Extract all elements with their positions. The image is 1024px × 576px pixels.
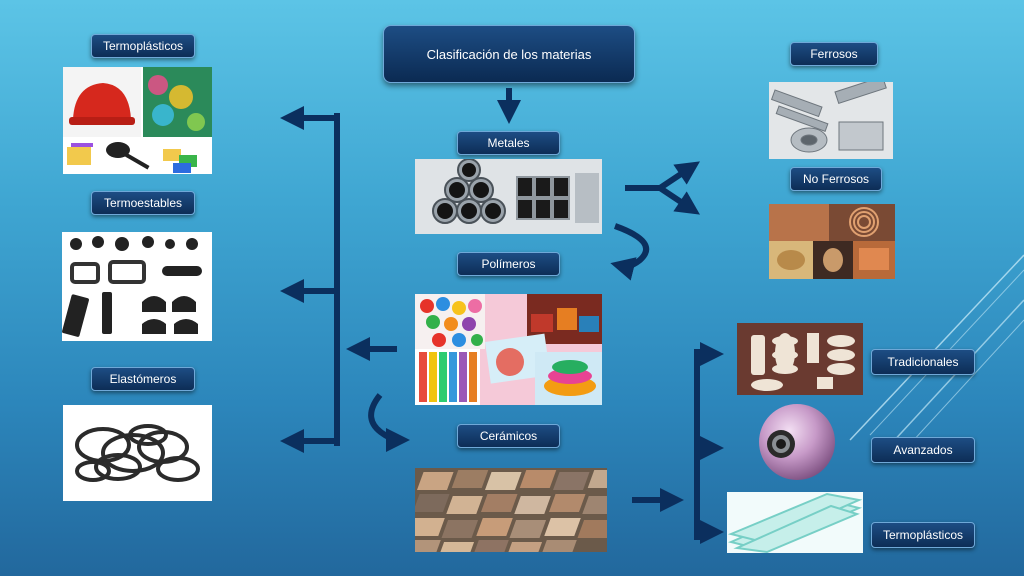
ceramicos-tiles-image [415, 468, 607, 552]
label-ferrosos: Ferrosos [790, 42, 878, 66]
label-metales: Metales [457, 131, 560, 155]
termoestables-image [62, 232, 212, 341]
tradicionales-image [737, 323, 863, 395]
label-termoestables: Termoestables [91, 191, 195, 215]
elastomeros-image [63, 405, 212, 501]
diagram-title: Clasificación de los materias [383, 25, 635, 83]
label-avanzados: Avanzados [871, 437, 975, 463]
polimeros-collage-image [415, 294, 602, 405]
label-termoplasticos-ceramico: Termoplásticos [871, 522, 975, 548]
label-elastomeros: Elastómeros [91, 367, 195, 391]
termoplasticos-collage-image [63, 67, 212, 174]
vidrio-laminas-image [727, 492, 863, 553]
avanzados-image [755, 398, 837, 486]
ferrosos-image [769, 82, 893, 159]
label-ceramicos: Cerámicos [457, 424, 560, 448]
label-polimeros: Polímeros [457, 252, 560, 276]
metales-image [415, 159, 602, 234]
no-ferrosos-image [769, 204, 895, 279]
label-tradicionales: Tradicionales [871, 349, 975, 375]
label-no-ferrosos: No Ferrosos [790, 167, 882, 191]
label-termoplasticos-polimero: Termoplásticos [91, 34, 195, 58]
